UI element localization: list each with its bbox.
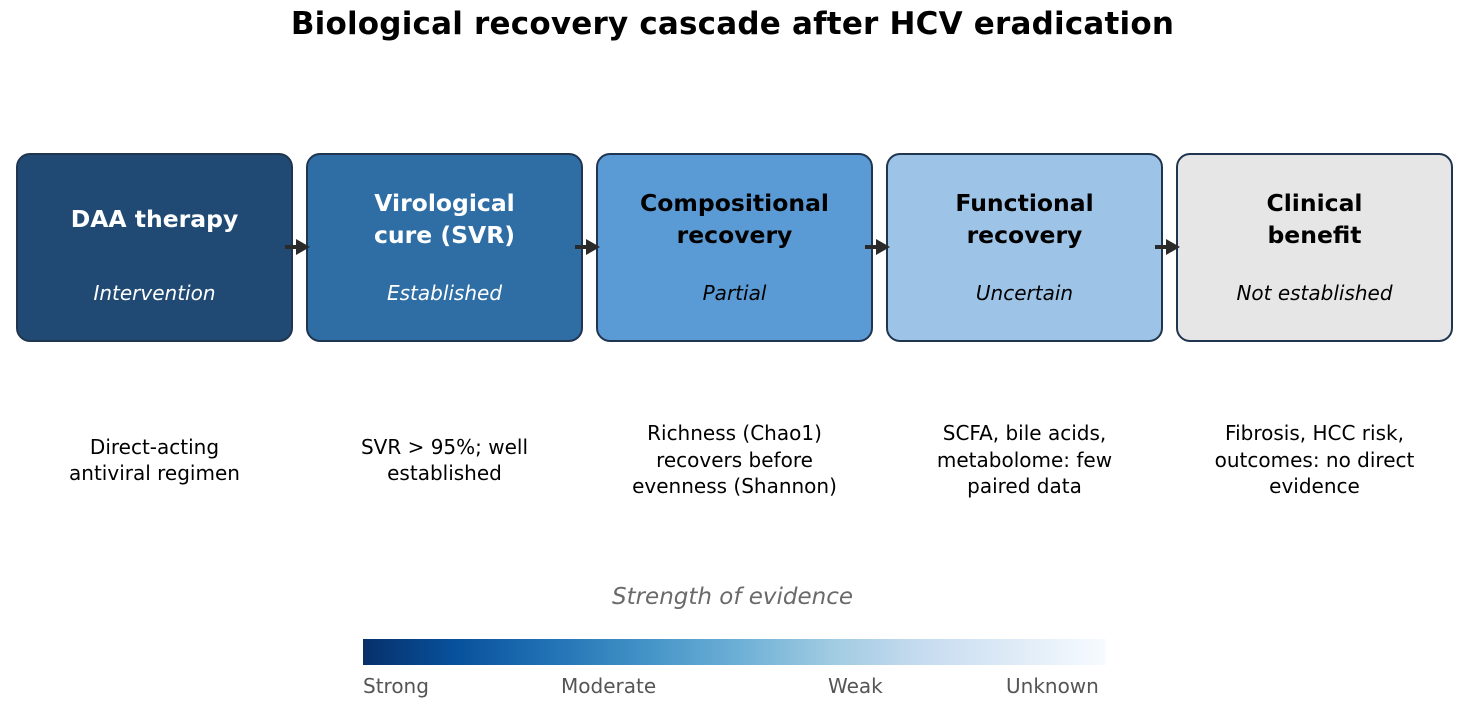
arrow-right-icon xyxy=(1155,239,1180,255)
stage-title: Clinical benefit xyxy=(1266,189,1363,249)
stage-virological-cure: Virological cure (SVR) Established xyxy=(306,153,583,342)
stage-compositional-recovery: Compositional recovery Partial xyxy=(596,153,873,342)
arrow-right-icon xyxy=(575,239,600,255)
stage-description: Direct-acting antiviral regimen xyxy=(69,434,240,486)
legend-label-weak: Weak xyxy=(828,674,883,698)
stage-subtitle: Established xyxy=(386,281,503,305)
stage-description: Richness (Chao1) recovers before evennes… xyxy=(632,421,837,499)
diagram-title: Biological recovery cascade after HCV er… xyxy=(290,6,1175,42)
stage-title: DAA therapy xyxy=(70,205,239,233)
stage-subtitle: Not established xyxy=(1236,281,1393,305)
stage-description: SVR > 95%; well established xyxy=(360,434,529,486)
stage-title: Virological cure (SVR) xyxy=(373,189,516,249)
stage-functional-recovery: Functional recovery Uncertain xyxy=(886,153,1163,342)
stage-daa-therapy: DAA therapy Intervention xyxy=(16,153,293,342)
stage-title: Functional recovery xyxy=(955,189,1094,249)
stage-title: Compositional recovery xyxy=(640,189,829,249)
legend-title: Strength of evidence xyxy=(611,584,854,610)
stage-subtitle: Intervention xyxy=(93,281,216,305)
stage-description: Fibrosis, HCC risk, outcomes: no direct … xyxy=(1214,421,1415,499)
evidence-gradient-bar xyxy=(363,639,1106,665)
arrow-right-icon xyxy=(865,239,890,255)
stage-subtitle: Partial xyxy=(702,281,767,305)
legend-label-moderate: Moderate xyxy=(561,674,657,698)
legend-label-unknown: Unknown xyxy=(1006,674,1099,698)
stage-clinical-benefit: Clinical benefit Not established xyxy=(1176,153,1453,342)
stage-description: SCFA, bile acids, metabolome: few paired… xyxy=(936,421,1113,499)
stage-subtitle: Uncertain xyxy=(975,281,1074,305)
legend-label-strong: Strong xyxy=(363,674,429,698)
arrow-right-icon xyxy=(285,239,310,255)
